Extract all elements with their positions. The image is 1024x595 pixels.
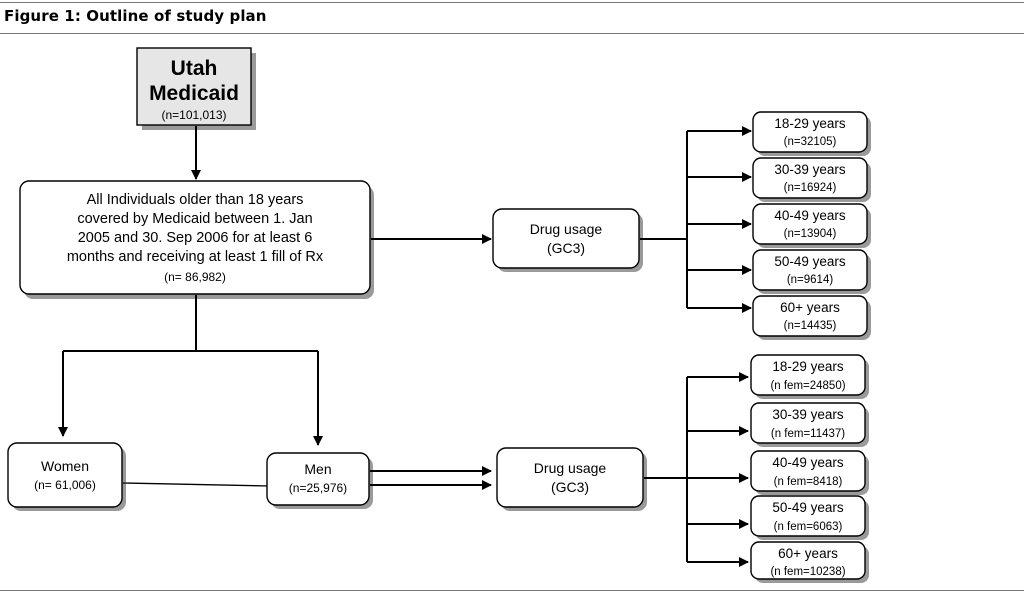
age-box-sex-18-29: 18-29 years (n fem=24850) [750,354,869,399]
age-box-all-18-29: 18-29 years (n=32105) [752,111,871,156]
node-utah-medicaid: Utah Medicaid (n=101,013) [136,47,256,130]
node-women: Women (n= 61,006) [7,442,126,511]
drug-usage-sex-line-1: Drug usage [534,460,607,476]
age-all-count-3: (n=13904) [784,228,837,240]
men-label: Men [304,461,331,477]
edge-women-men-link [122,482,270,487]
men-count: (n=25,976) [289,481,347,495]
age-box-all-30-39: 30-39 years (n=16924) [752,157,871,202]
age-sex-count-3: (n fem=8418) [774,476,843,488]
age-all-label-1: 18-29 years [774,116,846,131]
criteria-line-3: 2005 and 30. Sep 2006 for at least 6 [78,230,313,246]
branch-age-sex [644,372,749,567]
node-drug-usage-all: Drug usage (GC3) [492,208,643,272]
age-box-all-40-49: 40-49 years (n=13904) [752,203,871,248]
age-all-label-2: 30-39 years [774,162,846,177]
criteria-line-4: months and receiving at least 1 fill of … [67,249,324,265]
drug-usage-all-line-1: Drug usage [530,221,603,237]
age-sex-count-2: (n fem=11437) [771,428,845,440]
title-rule [0,33,1024,34]
age-box-sex-30-39: 30-39 years (n fem=11437) [750,402,869,447]
criteria-line-1: All Individuals older than 18 years [87,192,304,208]
women-count: (n= 61,006) [34,478,96,492]
age-box-sex-40-49: 40-49 years (n fem=8418) [750,450,869,495]
criteria-count: (n= 86,982) [164,270,226,284]
branch-age-all [640,126,752,313]
age-all-label-3: 40-49 years [774,208,846,223]
age-sex-label-1: 18-29 years [772,359,844,374]
age-all-count-1: (n=32105) [784,136,837,148]
age-sex-label-4: 50-49 years [772,500,844,515]
criteria-line-2: covered by Medicaid between 1. Jan [77,211,312,227]
source-title-2: Medicaid [149,82,239,105]
age-box-sex-50-49: 50-49 years (n fem=6063) [750,495,869,540]
age-all-count-4: (n=9614) [787,274,834,286]
node-drug-usage-sex: Drug usage (GC3) [496,447,647,511]
figure-title: Figure 1: Outline of study plan [4,7,267,25]
age-sex-label-2: 30-39 years [772,407,844,422]
women-label: Women [41,458,89,474]
age-box-sex-60plus: 60+ years (n fem=10238) [750,541,869,583]
age-all-count-2: (n=16924) [784,182,837,194]
drug-usage-sex-line-2: (GC3) [551,479,589,495]
node-inclusion-criteria: All Individuals older than 18 years cove… [19,180,374,299]
age-all-count-5: (n=14435) [784,320,837,332]
bottom-rule [0,590,1024,591]
source-title-1: Utah [171,57,218,80]
age-sex-label-5: 60+ years [778,546,838,561]
age-box-all-50-49: 50-49 years (n=9614) [752,249,871,294]
source-count: (n=101,013) [161,108,226,122]
top-rule [0,2,1024,3]
age-all-label-5: 60+ years [780,300,840,315]
age-sex-count-1: (n fem=24850) [770,380,845,392]
age-sex-label-3: 40-49 years [772,455,844,470]
age-sex-count-4: (n fem=6063) [774,521,843,533]
age-sex-count-5: (n fem=10238) [770,566,845,578]
age-box-all-60plus: 60+ years (n=14435) [752,295,871,340]
age-all-label-4: 50-49 years [774,254,846,269]
node-men: Men (n=25,976) [266,452,373,509]
drug-usage-all-line-2: (GC3) [547,240,585,256]
